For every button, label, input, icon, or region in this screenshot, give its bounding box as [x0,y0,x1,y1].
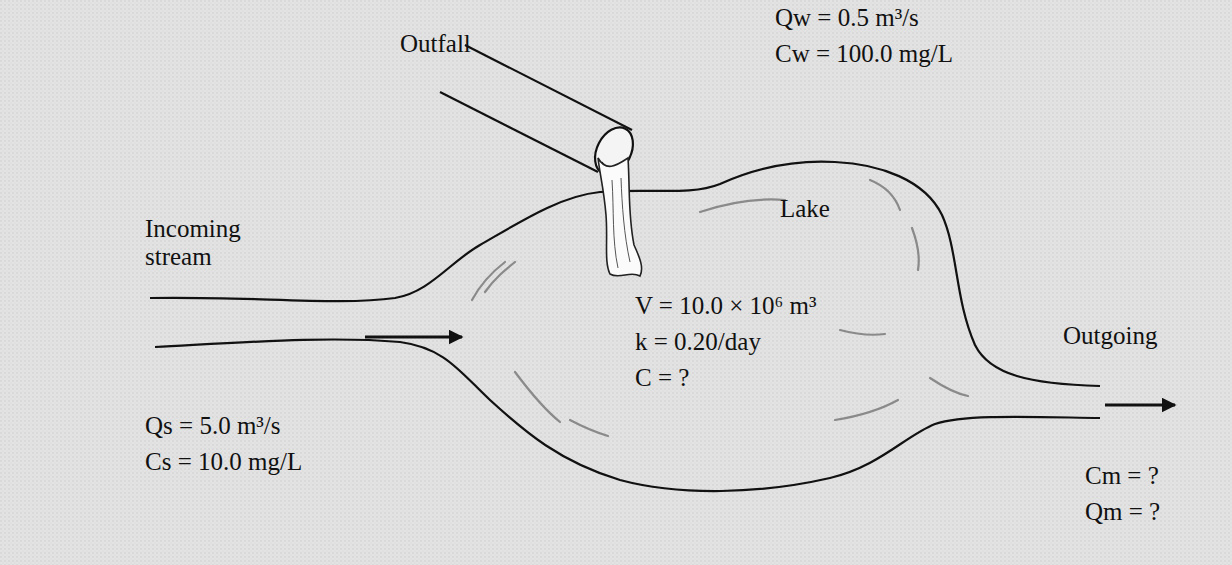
flow-value: Qw = 0.5 m³/s [775,4,919,32]
unknown-value: C = ? [635,364,689,392]
water-ripples [472,180,968,436]
concentration-value: Cw = 100.0 mg/L [775,40,953,68]
outgoing-label: Outgoing [1063,322,1157,350]
fall-streaks [612,178,630,268]
volume-value: V = 10.0 × 10⁶ m³ [635,292,816,320]
flow-value: Qs = 5.0 m³/s [145,412,281,440]
inflow-arrow [365,336,462,339]
concentration-value: Cs = 10.0 mg/L [145,448,302,476]
unknown-value: Qm = ? [1085,498,1160,526]
outfall-pipe [440,45,640,181]
wastewater-fall [598,158,642,276]
outfall-label: Outfall [400,30,471,58]
lake-label: Lake [780,195,830,223]
unknown-value: Cm = ? [1085,462,1159,490]
rate-constant: k = 0.20/day [635,328,761,356]
outflow-arrow [1105,404,1175,407]
stream-label: Incoming stream [145,215,280,271]
